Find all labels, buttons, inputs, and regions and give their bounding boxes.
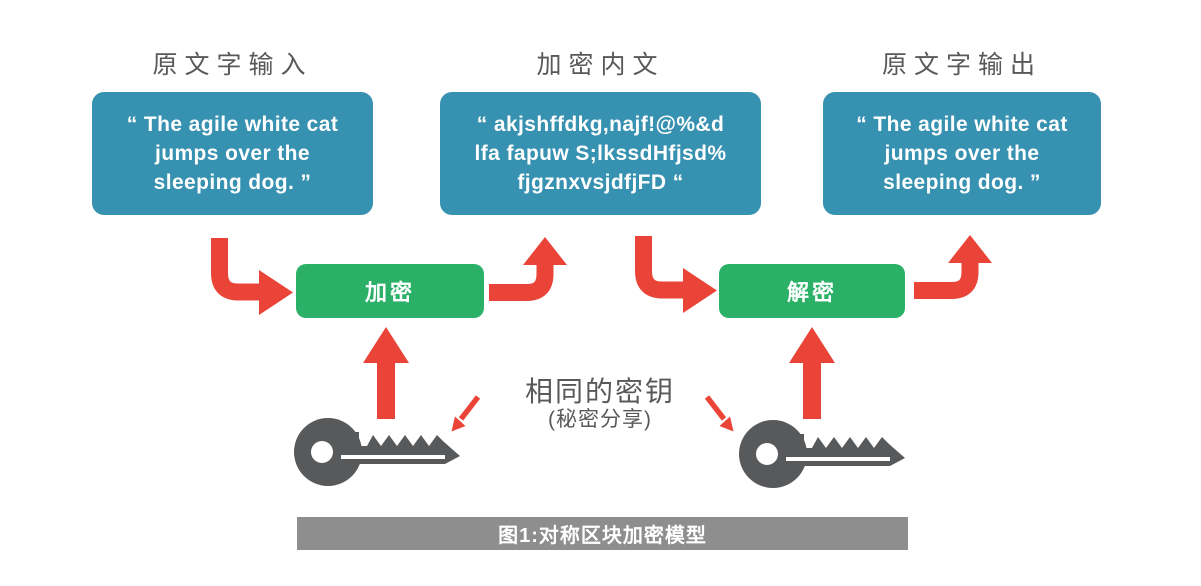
box-text-line: lfa fapuw S;lkssdHfjsd%	[474, 142, 727, 165]
plaintext-output-box: “ The agile white cat jumps over the sle…	[823, 92, 1101, 215]
right-key-icon	[739, 420, 905, 488]
box-text-line: fjgznxvsjdfjFD “	[517, 171, 684, 194]
figure-caption: 图1:对称区块加密模型	[297, 517, 908, 550]
box-text-line: jumps over the	[884, 142, 1040, 165]
box-text-line: “ The agile white cat	[856, 113, 1068, 136]
box-text-line: “ The agile white cat	[126, 113, 339, 136]
box-text-line: sleeping dog. ”	[153, 171, 312, 194]
figure-caption-text: 图1:对称区块加密模型	[498, 525, 707, 547]
label-plaintext-output: 原文字输出	[881, 51, 1042, 79]
box-text-line: “ akjshffdkg,najf!@%&d	[476, 113, 725, 136]
arrow-input-to-encrypt-icon	[211, 238, 293, 315]
ciphertext-box: “ akjshffdkg,najf!@%&d lfa fapuw S;lkssd…	[440, 92, 761, 215]
arrow-note-to-left-key-icon	[451, 395, 481, 432]
box-text-line: sleeping dog. ”	[883, 171, 1041, 194]
left-key-icon	[294, 418, 460, 486]
label-ciphertext: 加密内文	[536, 51, 665, 79]
plaintext-input-box: “ The agile white cat jumps over the sle…	[92, 92, 373, 215]
arrow-ciphertext-to-decrypt-icon	[635, 236, 717, 313]
arrow-encrypt-to-ciphertext-icon	[489, 237, 567, 301]
key-note-title: 相同的密钥	[524, 376, 675, 407]
label-plaintext-input: 原文字输入	[152, 51, 313, 79]
arrow-note-to-right-key-icon	[704, 395, 734, 432]
arrow-decrypt-to-output-icon	[914, 235, 992, 299]
key-note-subtitle: (秘密分享)	[548, 408, 652, 431]
box-text-line: jumps over the	[155, 142, 310, 165]
arrow-key-to-encrypt-icon	[363, 327, 409, 419]
encrypt-button: 加密	[296, 264, 484, 318]
arrow-key-to-decrypt-icon	[789, 327, 835, 419]
decrypt-button: 解密	[719, 264, 905, 318]
shared-key-note: 相同的密钥 (秘密分享)	[440, 376, 760, 432]
